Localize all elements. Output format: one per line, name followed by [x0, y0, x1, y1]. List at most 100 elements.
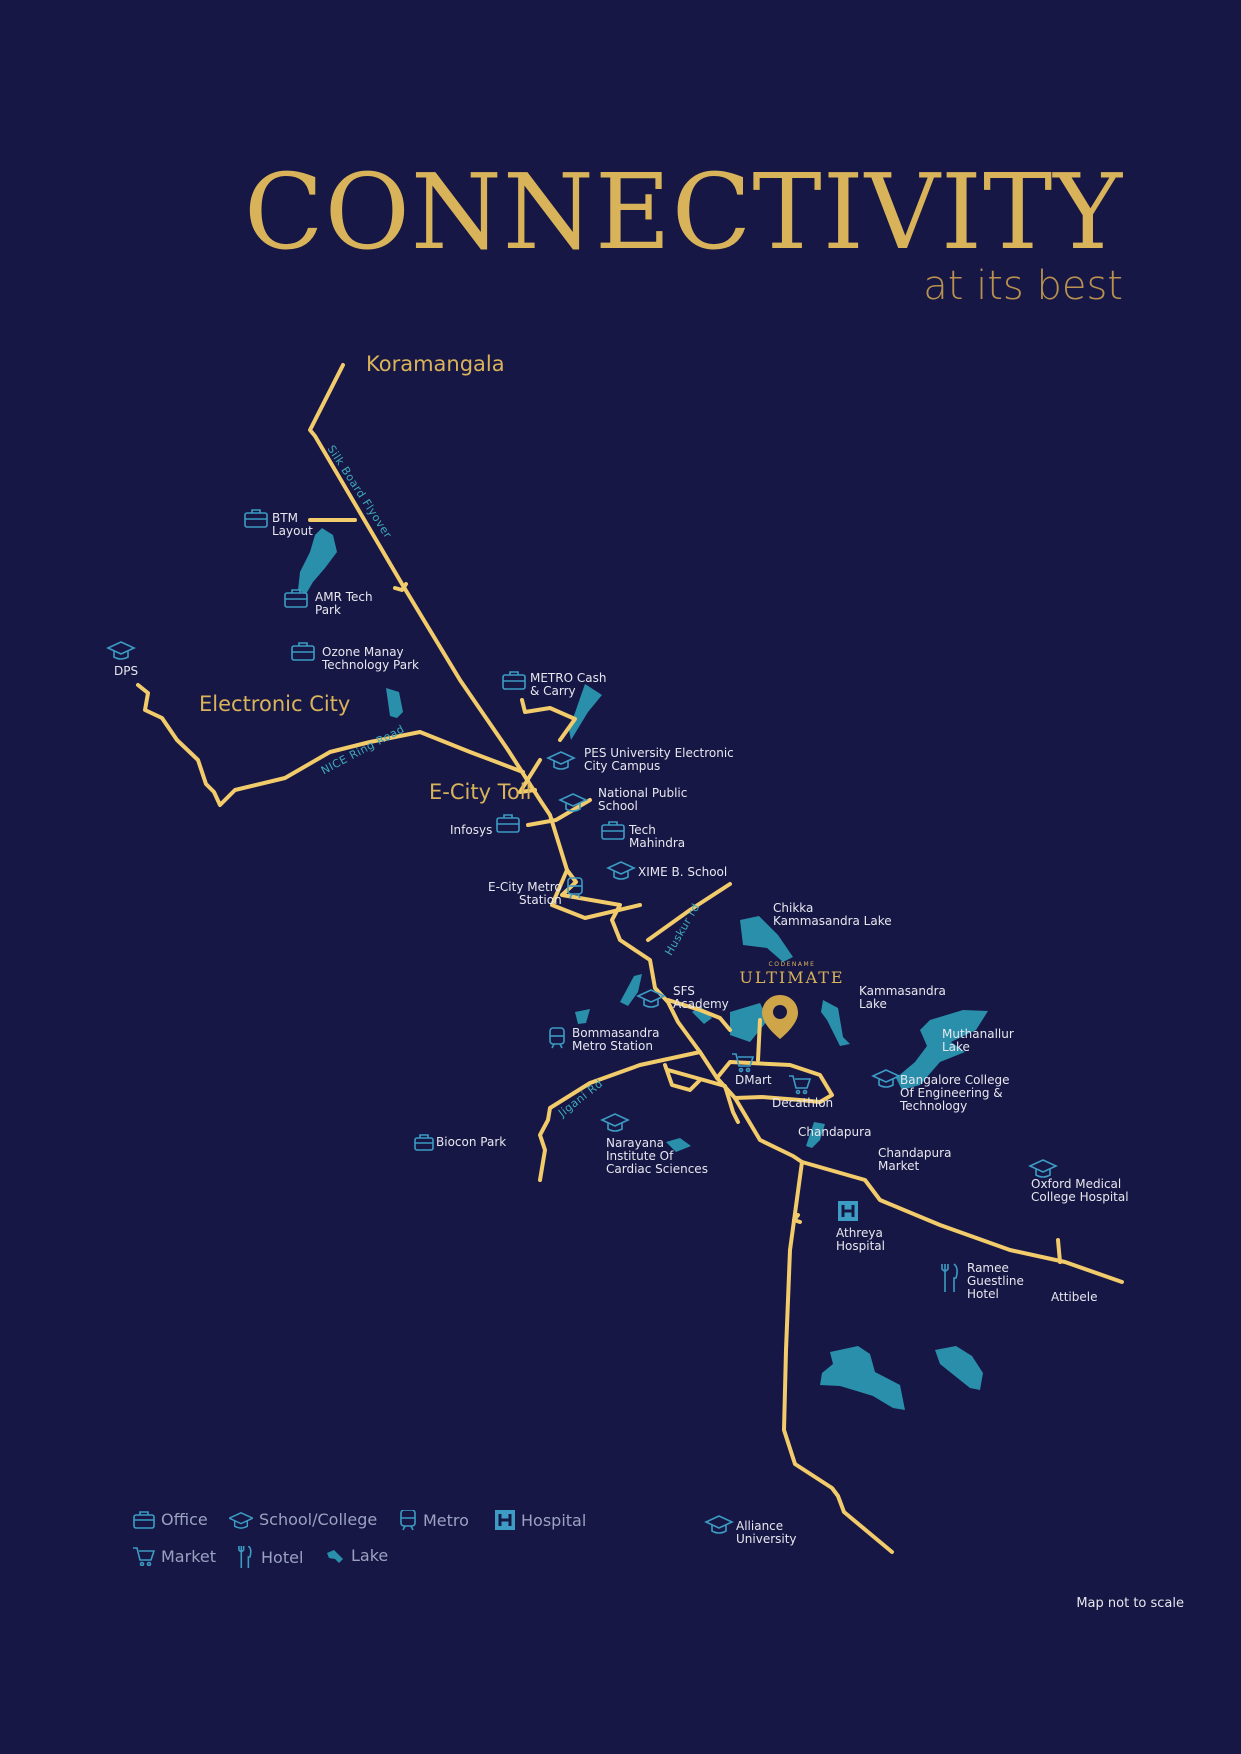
- cap-icon: [229, 1511, 253, 1529]
- poi-decathlon: Decathlon: [772, 1096, 834, 1110]
- legend-lake: Lake: [325, 1546, 388, 1565]
- cap-icon: [546, 751, 576, 770]
- briefcase-icon: [291, 642, 315, 661]
- poi-dps: DPS: [114, 664, 139, 678]
- briefcase-icon: [133, 1510, 155, 1529]
- legend-hospital: Hospital: [495, 1510, 586, 1530]
- road-athreya-stub: [792, 1213, 802, 1224]
- road-metro: [520, 698, 577, 742]
- roads: [136, 363, 1124, 1554]
- train-icon: [567, 877, 583, 899]
- area-electronic-city: Electronic City: [199, 692, 351, 716]
- lakes: [298, 528, 988, 1410]
- briefcase-icon: [284, 589, 308, 608]
- lake-ozone: [386, 688, 403, 718]
- road-dmart-loop: [715, 1060, 834, 1104]
- road-stub-tech: [393, 582, 408, 592]
- location-pin-icon: [762, 995, 798, 1039]
- cap-icon: [600, 1113, 630, 1132]
- lake-chandapura: [806, 1122, 825, 1148]
- legend-hotel: Hotel: [237, 1546, 303, 1568]
- fork-knife-icon: [238, 1546, 252, 1568]
- fork-knife-icon: [941, 1263, 958, 1292]
- poi-dmart: DMart: [735, 1073, 772, 1087]
- train-icon: [549, 1027, 565, 1049]
- poi-infosys: Infosys: [450, 823, 493, 837]
- poi-metro-cash: METRO Cash& Carry: [530, 671, 607, 698]
- lake-btm: [298, 528, 337, 594]
- area-ecity-toll: E-City Toll: [429, 780, 532, 804]
- train-icon: [400, 1510, 416, 1530]
- cap-icon: [106, 641, 136, 660]
- briefcase-icon: [502, 671, 526, 690]
- briefcase-icon: [601, 821, 625, 840]
- cap-icon: [1028, 1159, 1058, 1178]
- lake-south2: [935, 1346, 983, 1390]
- hospital-icon: [838, 1201, 858, 1221]
- legend-office: Office: [133, 1510, 208, 1529]
- lake-sfs2: [575, 1009, 590, 1024]
- lake-near-pin: [730, 1003, 768, 1042]
- legend-market: Market: [133, 1546, 216, 1566]
- legend-metro: Metro: [399, 1510, 469, 1530]
- area-koramangala: Koramangala: [366, 352, 505, 376]
- road-sfs: [666, 998, 732, 1032]
- lake-icon: [327, 1549, 343, 1563]
- legend-school: School/College: [229, 1510, 377, 1529]
- road-huskur: [646, 882, 732, 942]
- road-attibele: [800, 1160, 1124, 1284]
- poi-biocon: Biocon Park: [436, 1135, 507, 1149]
- road-bypass: [663, 1063, 702, 1092]
- map-icons: [106, 509, 1058, 1534]
- page-subtitle: at its best: [923, 263, 1123, 309]
- cart-icon: [789, 1075, 812, 1095]
- lake-narayana: [666, 1138, 691, 1152]
- lake-kammasandra: [821, 1000, 850, 1046]
- road-infosys: [526, 798, 592, 827]
- project-codename: CODENAME: [768, 961, 816, 968]
- poi-attibele: Attibele: [1051, 1290, 1098, 1304]
- road-hosur-main: [308, 363, 894, 1554]
- cap-icon: [704, 1515, 734, 1534]
- road-attibele-stub: [1056, 1238, 1062, 1264]
- briefcase-icon: [414, 1134, 434, 1151]
- road-loop-w: [550, 868, 642, 920]
- cap-icon: [636, 989, 666, 1008]
- lake-sfs1: [620, 974, 642, 1006]
- cap-icon: [871, 1069, 901, 1088]
- road-nice: [136, 683, 525, 807]
- lake-muthanallur: [896, 1010, 988, 1090]
- road-side1: [666, 1068, 740, 1124]
- project-name: ULTIMATE: [739, 968, 845, 987]
- road-pes: [518, 758, 542, 794]
- page-title: CONNECTIVITY: [244, 151, 1123, 273]
- cap-icon: [606, 861, 636, 880]
- hospital-icon: [495, 1510, 515, 1530]
- poi-xime: XIME B. School: [638, 865, 728, 879]
- road-jigani: [538, 1050, 702, 1182]
- cap-icon: [558, 793, 588, 812]
- briefcase-icon: [244, 509, 268, 528]
- poi-chandapura: Chandapura: [798, 1125, 872, 1139]
